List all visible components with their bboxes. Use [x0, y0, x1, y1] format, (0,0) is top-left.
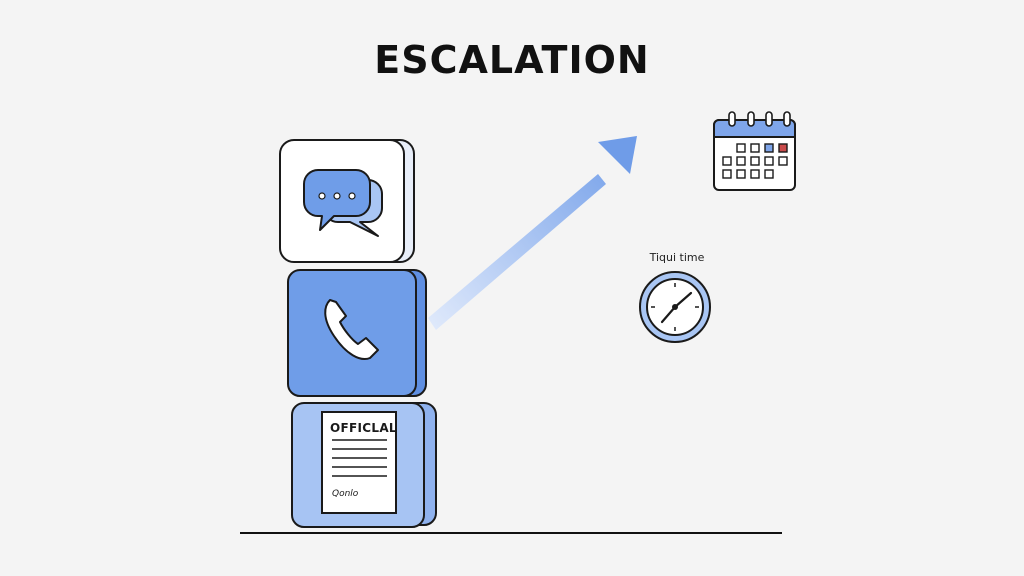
chat-bubbles-icon [303, 169, 383, 237]
phone-block [287, 269, 427, 397]
clock-icon [639, 271, 711, 343]
clock-label: Tiqui time [649, 251, 705, 264]
escalation-arrow [428, 136, 637, 330]
calendar-icon [713, 111, 796, 191]
document-block [291, 402, 437, 528]
document-heading: OFFICLAL [330, 421, 397, 435]
document-signature: Qonlo [332, 489, 359, 499]
official-document-icon [321, 411, 397, 514]
page-title: ESCALATION [374, 38, 650, 82]
phone-icon [324, 299, 379, 360]
chat-block [279, 139, 415, 263]
